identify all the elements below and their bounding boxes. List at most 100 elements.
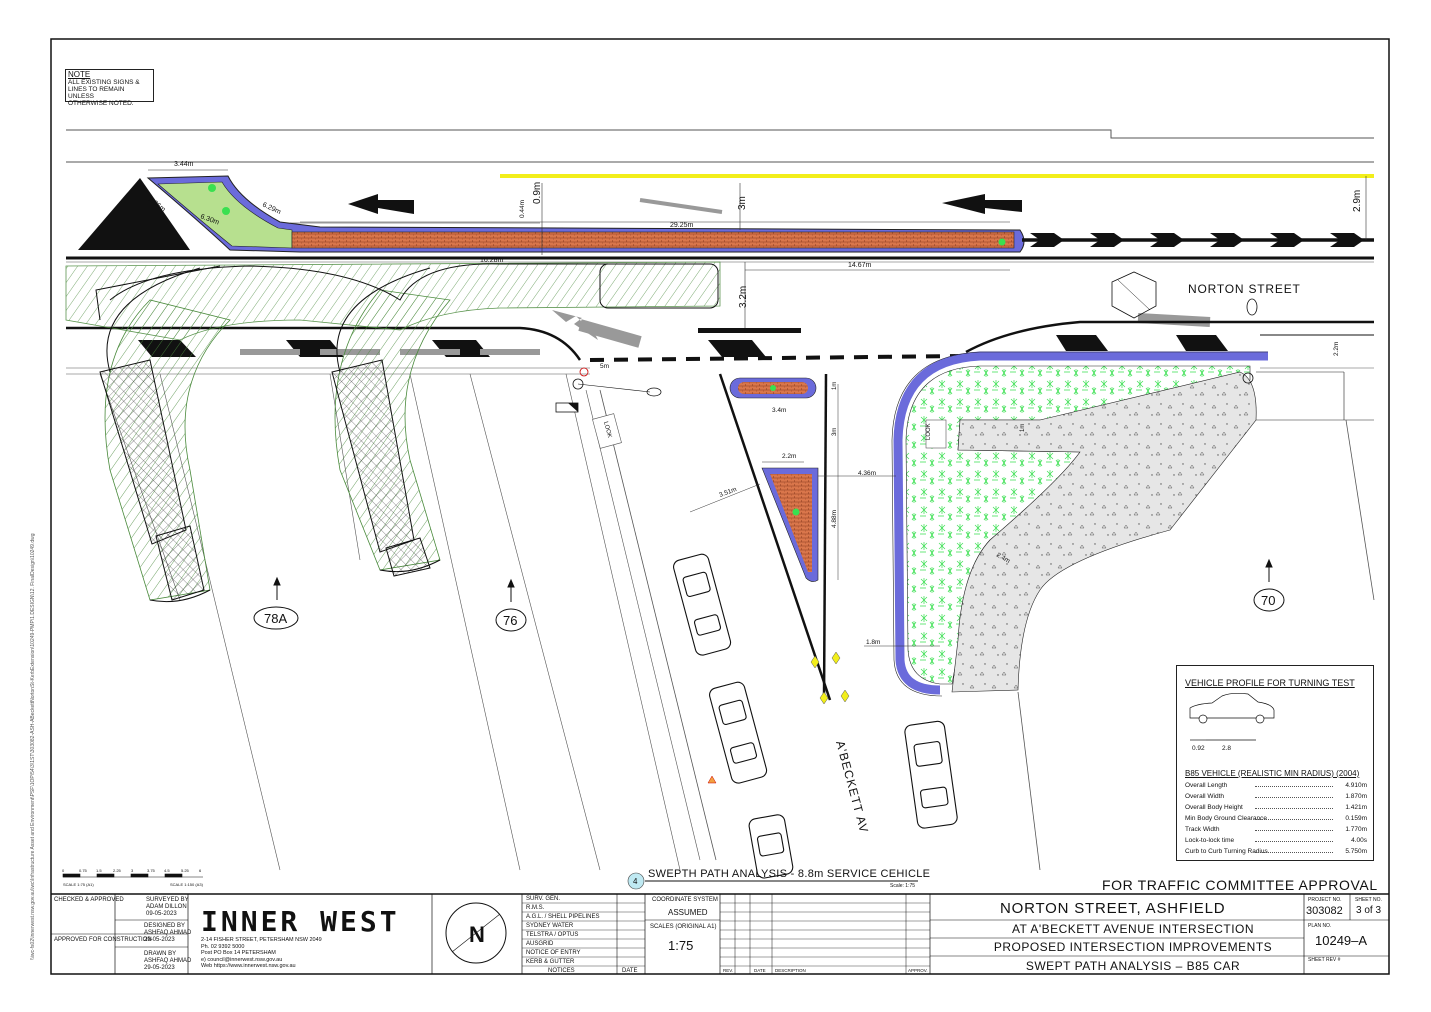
lot-label-76: 76 [503,613,517,628]
project-no: 303082 [1306,905,1343,917]
look-marking [592,413,622,449]
scale-tick: 4.5 [164,868,170,873]
plan-no-label: PLAN NO. [1308,923,1332,929]
plan-no: 10249–A [1315,933,1368,948]
rev-label: REV. [723,968,734,973]
spec-value: 1.770m [1345,826,1367,833]
dim-label: 2.2m [782,453,796,460]
address-line-1: 2-14 FISHER STREET, PETERSHAM NSW 2049 [201,937,322,943]
look-text: LOOK [926,423,932,440]
scale-tick: 5.25 [181,868,190,873]
designed-by-block: DESIGNED BY ASHFAQ AHMAD 29-05-2023 [144,923,191,944]
tree-marker [222,207,230,215]
spec-value: 1.870m [1345,793,1367,800]
dim-label: 1m [832,382,838,390]
drawn-by-block: DRAWN BY ASHFAQ AHMAD 29-05-2023 [144,951,191,972]
dim-label: 1m [1020,424,1026,432]
surveyed-label: SURVEYED BY [146,897,189,903]
dim-label: 2.9m [1352,190,1363,212]
look-text: LOOK [602,421,612,439]
tree-marker [208,184,216,192]
dim-label: 3.44m [174,161,194,168]
designed-date: 29-05-2023 [144,937,175,943]
lot-label-78a: 78A [264,611,287,626]
swept-path-caption: SWEPTH PATH ANALYSIS - 8.8m SERVICE CEHI… [648,868,931,880]
scale-tick: 0 [62,868,65,873]
spec-value: 4.00s [1351,837,1367,844]
note-box: NOTE ALL EXISTING SIGNS & LINES TO REMAI… [65,69,154,107]
profile-dim-a: 0.92 [1192,745,1205,752]
dim-label: 4.36m [858,470,876,477]
sheet-no: 3 of 3 [1356,905,1382,916]
scale-label-a3: SCALE 1:150 (A3) [170,882,204,887]
council-address: 2-14 FISHER STREET, PETERSHAM NSW 2049 P… [201,937,322,970]
drawing-title-3: PROPOSED INTERSECTION IMPROVEMENTS [993,940,1273,954]
lot-76-bubble [495,608,527,632]
swept-path-scale: Scale: 1:75 [890,883,916,889]
note-heading: NOTE [68,70,91,79]
notice-item: R.M.S. [526,905,545,911]
inner-west-logo: INNER WEST [201,905,400,938]
note-text-line-1: ALL EXISTING SIGNS & [68,79,140,86]
notice-item: KERB & GUTTER [526,959,575,965]
scale-tick: 2.25 [113,868,122,873]
spec-value: 4.910m [1345,782,1367,789]
spec-key: Min Body Ground Clearance [1185,815,1268,822]
date-label: DATE [622,968,638,974]
scale-tick: 3 [131,868,134,873]
surveyed-name: ADAM DILLON [146,904,187,910]
note-text-line-3: OTHERWISE NOTED. [68,100,134,107]
dim-label: 3.4m [772,407,786,414]
designed-name: ASHFAQ AHMAD [144,930,192,936]
address-web: Web https://www.innerwest.nsw.gov.au [201,963,296,969]
spec-key: Curb to Curb Turning Radius [1185,848,1268,855]
surveyed-by-block: SURVEYED BY ADAM DILLON 09-05-2023 [146,897,189,918]
dim-label: 3m [737,196,748,210]
tree-marker [770,385,776,391]
approv-label: APPROV. [908,968,928,973]
address-post: Post PO Box 14 PETERSHAM [201,950,276,956]
note-text-line-2: LINES TO REMAIN UNLESS [68,86,125,100]
drawing-title-4: SWEPT PATH ANALYSIS – B85 CAR [1025,959,1241,973]
designed-label: DESIGNED BY [144,923,186,929]
dim-label: 3.2m [738,286,749,308]
dim-label: 3m [832,428,838,436]
caption-number: 4 [633,877,638,886]
scale-tick: 3.75 [147,868,156,873]
dim-label: 16.28m [480,257,504,264]
notice-item: SYDNEY WATER [526,923,574,929]
dim-label: 2.2m [1333,342,1340,356]
caption-number-bubble [627,872,645,890]
description-label: DESCRIPTION [775,968,806,973]
vehicle-profile-subheading: B85 VEHICLE (REALISTIC MIN RADIUS) (2004… [1185,769,1360,778]
spec-value: 1.421m [1345,804,1367,811]
notices-label: NOTICES [548,968,575,974]
spec-key: Track Width [1185,826,1220,833]
spec-value: 5.750m [1345,848,1367,855]
side-street-label: A'BECKETT AV [833,739,871,835]
drawn-date: 29-05-2023 [144,965,175,971]
spec-key: Overall Body Height [1185,804,1243,811]
dim-label: 5m [600,363,609,370]
profile-dim-b: 2.8 [1222,745,1231,752]
scales-label: SCALES (ORIGINAL A1) [650,924,717,930]
lot-label-70: 70 [1261,593,1275,608]
scale-tick: 1.5 [96,868,102,873]
tree-marker [792,508,800,516]
dim-label: 14.67m [848,262,872,269]
drawing-title-2: AT A'BECKETT AVENUE INTERSECTION [1011,922,1255,936]
notice-item: TELSTRA / OPTUS [526,932,579,938]
spec-key: Overall Width [1185,793,1225,800]
lot-70-bubble [1253,588,1285,612]
spec-value: 0.159m [1345,815,1367,822]
approval-status: FOR TRAFFIC COMMITTEE APPROVAL [1102,877,1378,893]
notice-item: AUSGRID [526,941,554,947]
scale-tick: 0.75 [79,868,88,873]
car-profile-icon [1189,692,1275,741]
dim-label: 1.8m [866,639,880,646]
coordinate-system-value: ASSUMED [668,908,708,917]
address-email: e) council@innerwest.nsw.gov.au [201,956,283,963]
sheet-no-label: SHEET NO. [1355,897,1382,903]
approved-construction-label: APPROVED FOR CONSTRUCTION [54,937,152,943]
